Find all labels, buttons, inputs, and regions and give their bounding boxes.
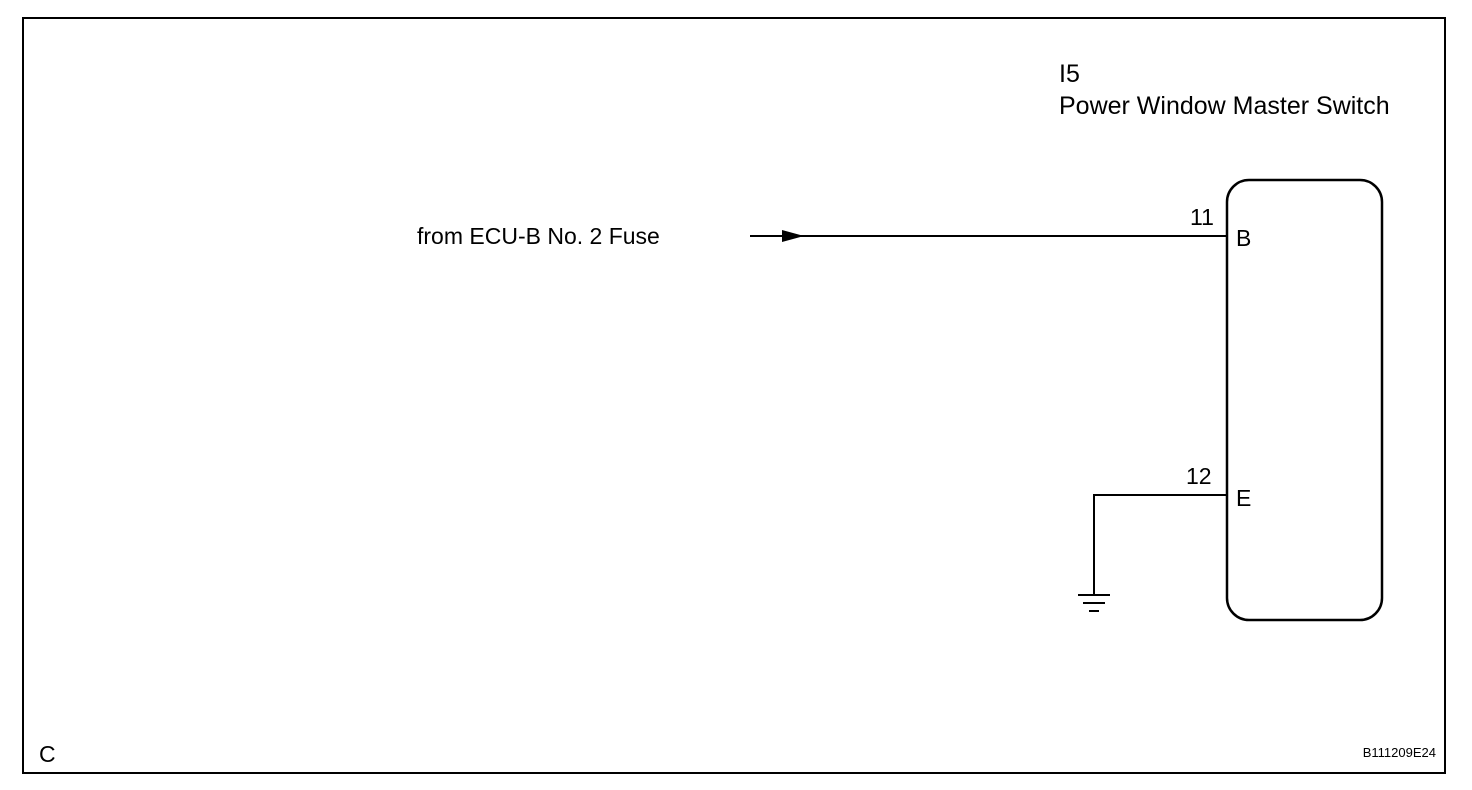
pin-12-number: 12 [1186, 463, 1212, 489]
pin-b-terminal: B [1236, 225, 1251, 251]
diagram-frame [22, 17, 1446, 774]
switch-body [1225, 178, 1384, 622]
arrow-head [782, 230, 804, 242]
ground-icon [1078, 594, 1110, 612]
figure-id: B111209E24 [1363, 745, 1436, 760]
source-label: from ECU-B No. 2 Fuse [417, 223, 660, 249]
component-name: Power Window Master Switch [1059, 92, 1390, 120]
corner-letter: C [39, 741, 56, 767]
pin-e-terminal: E [1236, 485, 1251, 511]
ground-wire [1093, 494, 1227, 595]
pin-11-number: 11 [1190, 204, 1214, 230]
component-code: I5 [1059, 60, 1080, 88]
